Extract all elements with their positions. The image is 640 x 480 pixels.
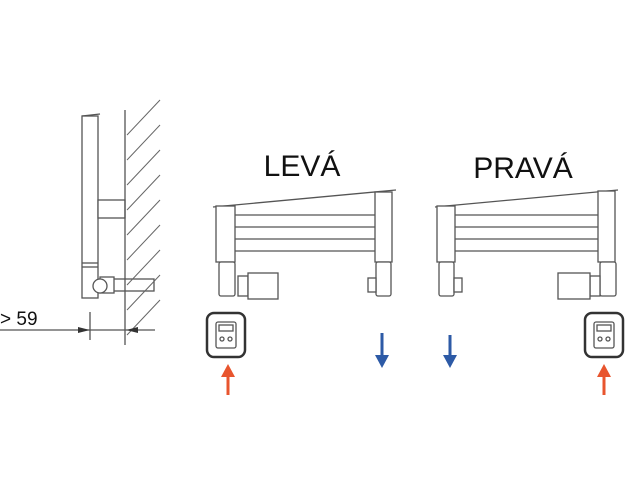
right-variant: PRAVÁ (434, 152, 625, 395)
radiator-top-edge (434, 189, 619, 208)
dimension-label: > 59 (0, 309, 38, 330)
radiator-right-column (374, 191, 393, 263)
valve-left (218, 261, 236, 297)
return-arrow-down-icon (375, 333, 389, 368)
hatch-line (126, 199, 161, 236)
hatch-line (126, 124, 161, 161)
wall-bracket (97, 199, 126, 219)
hatch-line (126, 174, 161, 211)
hatch-line (126, 149, 161, 186)
pipe (109, 278, 155, 292)
valve-knob (92, 278, 108, 294)
radiator-top-edge (212, 189, 397, 208)
radiator-left-column (215, 205, 236, 263)
heating-control-unit-icon (205, 311, 247, 359)
side-view: > 59 (0, 99, 161, 345)
valve-connector (589, 275, 601, 297)
right-variant-title: PRAVÁ (473, 152, 572, 185)
heating-control-unit-icon (583, 311, 625, 359)
radiator-right-column (597, 190, 616, 263)
thermostat-head (247, 272, 279, 300)
dimension-arrow-right-icon (78, 327, 90, 333)
radiator-bars (235, 214, 375, 252)
hatch-line (126, 274, 161, 311)
radiator-bars (455, 214, 598, 252)
valve-left (438, 261, 455, 297)
supply-arrow-up-icon (597, 364, 611, 395)
left-variant-title: LEVÁ (264, 150, 341, 183)
radiator-column-side (81, 115, 99, 299)
return-arrow-down-icon (443, 335, 457, 368)
valve-right (375, 261, 392, 297)
dimension-arrow-left-icon (126, 327, 138, 333)
valve-cap (453, 277, 463, 293)
supply-arrow-up-icon (221, 364, 235, 395)
hatch-line (126, 224, 161, 261)
left-variant: LEVÁ (205, 150, 397, 395)
radiator-left-column (436, 205, 456, 263)
thermostat-head (557, 272, 591, 300)
wall-hatching (126, 99, 161, 336)
valve-connector (237, 275, 249, 297)
valve-cap (367, 277, 377, 293)
hatch-line (126, 249, 161, 286)
valve-right (599, 261, 617, 297)
hatch-line (126, 99, 161, 136)
